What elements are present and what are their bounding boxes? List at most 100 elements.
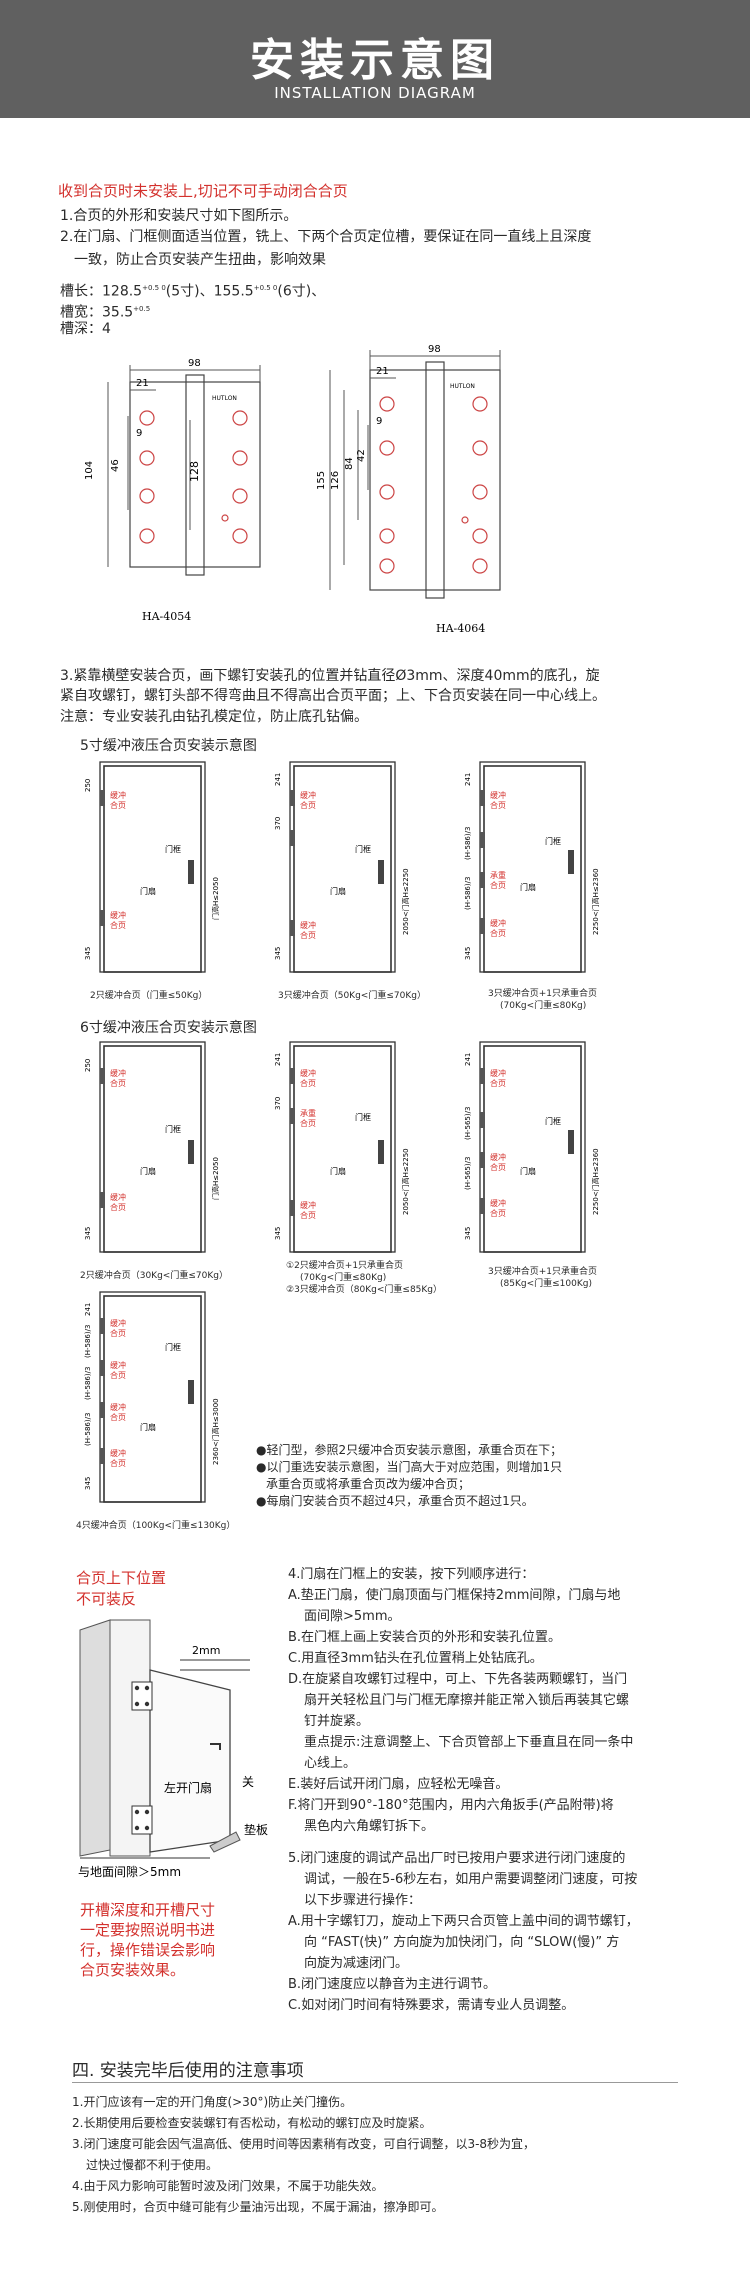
step3-note: 注意：专业安装孔由钻孔模定位，防止底孔钻偏。 (60, 709, 368, 725)
dim-98: 98 (188, 358, 201, 369)
dim-top: 241 (274, 773, 282, 786)
hinge-label: 缓冲 (300, 790, 316, 800)
note-2-cont: 承重合页或将承重合页改为缓冲合页； (266, 1477, 471, 1491)
hinge-label: 缓冲 (110, 1068, 126, 1078)
leaf-label: 门扇 (520, 882, 536, 892)
dim-98: 98 (428, 344, 441, 355)
dim-155: 155 (316, 471, 327, 490)
dim-42: 42 (356, 449, 367, 462)
dim-mid: 370 (274, 817, 282, 830)
step5-line: B.闭门速度应以静音为主进行调节。 (288, 1977, 497, 1992)
step3-text: 3.紧靠横壁安装合页，画下螺钉安装孔的位置并钻直径Ø3mm、深度40mm的底孔，… (60, 668, 600, 684)
step4-line: 4.门扇在门框上的安装，按下列顺序进行： (288, 1567, 535, 1582)
door-caption: 3只缓冲合页+1只承重合页 (488, 1267, 597, 1277)
step5-line: 调试，一般在5-6秒左右，如用户需要调整闭门速度，可按 (304, 1872, 638, 1887)
step2-text: 2.在门扇、门框侧面适当位置，铣上、下两个合页定位槽，要保证在同一直线上且深度 (60, 229, 592, 245)
leaf-label: 门扇 (140, 1166, 156, 1176)
hinge-label: 合页 (110, 1328, 126, 1338)
dim-mid: (H-586)/3 (84, 1413, 92, 1446)
step5-line: C.如对闭门时间有特殊要求，需请专业人员调整。 (288, 1998, 575, 2013)
hinge-label: 合页 (110, 1412, 126, 1422)
note-3: ●每扇门安装合页不超过4只，承重合页不超过1只。 (256, 1494, 534, 1508)
hinge-label: 缓冲 (490, 1198, 506, 1208)
frame-label: 门框 (165, 1342, 181, 1352)
step5-line: 向 “FAST(快)” 方向旋为加快闭门，向 “SLOW(慢)” 方 (304, 1935, 620, 1950)
dim-top: 241 (464, 1053, 472, 1066)
hinge-label: 缓冲 (300, 1068, 316, 1078)
dim-21: 21 (136, 378, 149, 389)
dim-mid: (H-586)/3 (464, 827, 472, 860)
door-install-illustration: 2mm 左开门扇 关 垫板 与地面间隙＞5mm (78, 1619, 268, 1879)
hinge-label: 合页 (490, 1162, 506, 1172)
hinge-label: 合页 (490, 800, 506, 810)
hinge-label: 合页 (300, 1078, 316, 1088)
door-diagram-6in-2: 缓冲合页 缓冲合页 门框 门扇 250 345 门高H≤2050 (84, 1041, 220, 1253)
slot-depth: 槽深：4 (60, 321, 111, 337)
dim-21: 21 (376, 366, 389, 377)
step5-line: A.用十字螺钉刀，旋动上下两只合页管上盖中间的调节螺钉， (288, 1914, 639, 1929)
dim-bottom: 345 (84, 1227, 92, 1240)
leaf-label: 门扇 (520, 1166, 536, 1176)
dim-height: 2250<门高H≤2360 (591, 868, 600, 935)
slot-length: 槽长：128.5+0.5 0(5寸)、155.5+0.5 0(6寸)、 (60, 283, 326, 300)
dim-128: 128 (188, 461, 201, 482)
door-caption: 4只缓冲合页（100Kg<门重≤130Kg） (76, 1521, 236, 1531)
note-1: ●轻门型，参照2只缓冲合页安装示意图，承重合页在下； (256, 1443, 563, 1457)
hinge-label: 缓冲 (110, 910, 126, 920)
dim-9: 9 (136, 428, 142, 439)
dim-height: 门高H≤2050 (211, 877, 220, 920)
dim-top: 250 (84, 779, 92, 792)
pad-label: 垫板 (244, 1822, 268, 1837)
hinge-label: 合页 (110, 920, 126, 930)
step4-line: 扇开关轻松且门与门框无摩擦并能正常入锁后再装其它螺 (304, 1693, 630, 1708)
step4-line: 黑色内六角螺钉拆下。 (304, 1819, 435, 1834)
warn-slot-2: 一定要按照说明书进 (80, 1921, 216, 1939)
hinge-label: 合页 (110, 1370, 126, 1380)
warn-position-2: 不可装反 (76, 1590, 137, 1608)
door-caption-2: (70Kg<门重≤80Kg) (500, 1001, 587, 1011)
after-line: 过快过慢都不利于使用。 (86, 2158, 219, 2172)
door-diagram-5in-2: 缓冲合页 缓冲合页 门框 门扇 250 345 门高H≤2050 (84, 761, 220, 973)
step4-line: 面间隙>5mm。 (304, 1609, 401, 1624)
dim-mid: (H-586)/3 (464, 877, 472, 910)
after-title: 四. 安装完毕后使用的注意事项 (72, 2061, 304, 2081)
step4-line: E.装好后试开闭门扇，应轻松无噪音。 (288, 1777, 509, 1792)
door-caption: 2只缓冲合页（门重≤50Kg） (90, 991, 208, 1001)
slot-width: 槽宽：35.5+0.5 (60, 304, 151, 321)
dim-126: 126 (330, 471, 341, 490)
dim-bottom: 345 (84, 947, 92, 960)
step2-text-cont: 一致，防止合页安装产生扭曲，影响效果 (74, 252, 326, 268)
hinge-label: 合页 (300, 1118, 316, 1128)
dim-mid: (H-565)/3 (464, 1157, 472, 1190)
hinge-label: 缓冲 (490, 918, 506, 928)
dim-84: 84 (344, 457, 355, 470)
warn-slot-1: 开槽深度和开槽尺寸 (80, 1901, 216, 1919)
leaf-label: 门扇 (330, 886, 346, 896)
hinge-label: 承重 (490, 870, 506, 880)
hinge-model-label: HA-4054 (142, 610, 191, 623)
hinge-label: 合页 (300, 1210, 316, 1220)
step4-line: A.垫正门扇，使门扇顶面与门框保持2mm间隙，门扇与地 (288, 1588, 621, 1603)
hinge-label: 缓冲 (490, 790, 506, 800)
hinge-model-label: HA-4064 (436, 622, 485, 635)
door-caption-2: (85Kg<门重≤100Kg) (500, 1279, 592, 1289)
hinge-label: 合页 (300, 800, 316, 810)
step5-line: 5.闭门速度的调试产品出厂时已按用户要求进行闭门速度的 (288, 1851, 626, 1866)
hinge-label: 缓冲 (300, 1200, 316, 1210)
step4-line: 钉并旋紧。 (304, 1714, 370, 1729)
step4-line: 重点提示:注意调整上、下合页管部上下垂直且在同一条中 (304, 1735, 634, 1750)
dim-bottom: 345 (84, 1477, 92, 1490)
header-banner: 安装示意图 INSTALLATION DIAGRAM (0, 0, 750, 118)
step5-line: 向旋为减速闭门。 (304, 1956, 409, 1971)
dim-46: 46 (110, 459, 121, 472)
hinge-label: 缓冲 (110, 1192, 126, 1202)
dim-bottom: 345 (274, 1227, 282, 1240)
six-inch-title: 6寸缓冲液压合页安装示意图 (80, 1020, 257, 1036)
warn-slot-4: 合页安装效果。 (80, 1961, 186, 1979)
hinge-label: 合页 (300, 930, 316, 940)
step4-line: D.在旋紧自攻螺钉过程中，可上、下先各装两颗螺钉，当门 (288, 1672, 628, 1687)
hinge-label: 合页 (490, 1078, 506, 1088)
leaf-label: 门扇 (140, 1422, 156, 1432)
hinge-label: 缓冲 (300, 920, 316, 930)
door-leaf-label: 左开门扇 (164, 1780, 212, 1795)
